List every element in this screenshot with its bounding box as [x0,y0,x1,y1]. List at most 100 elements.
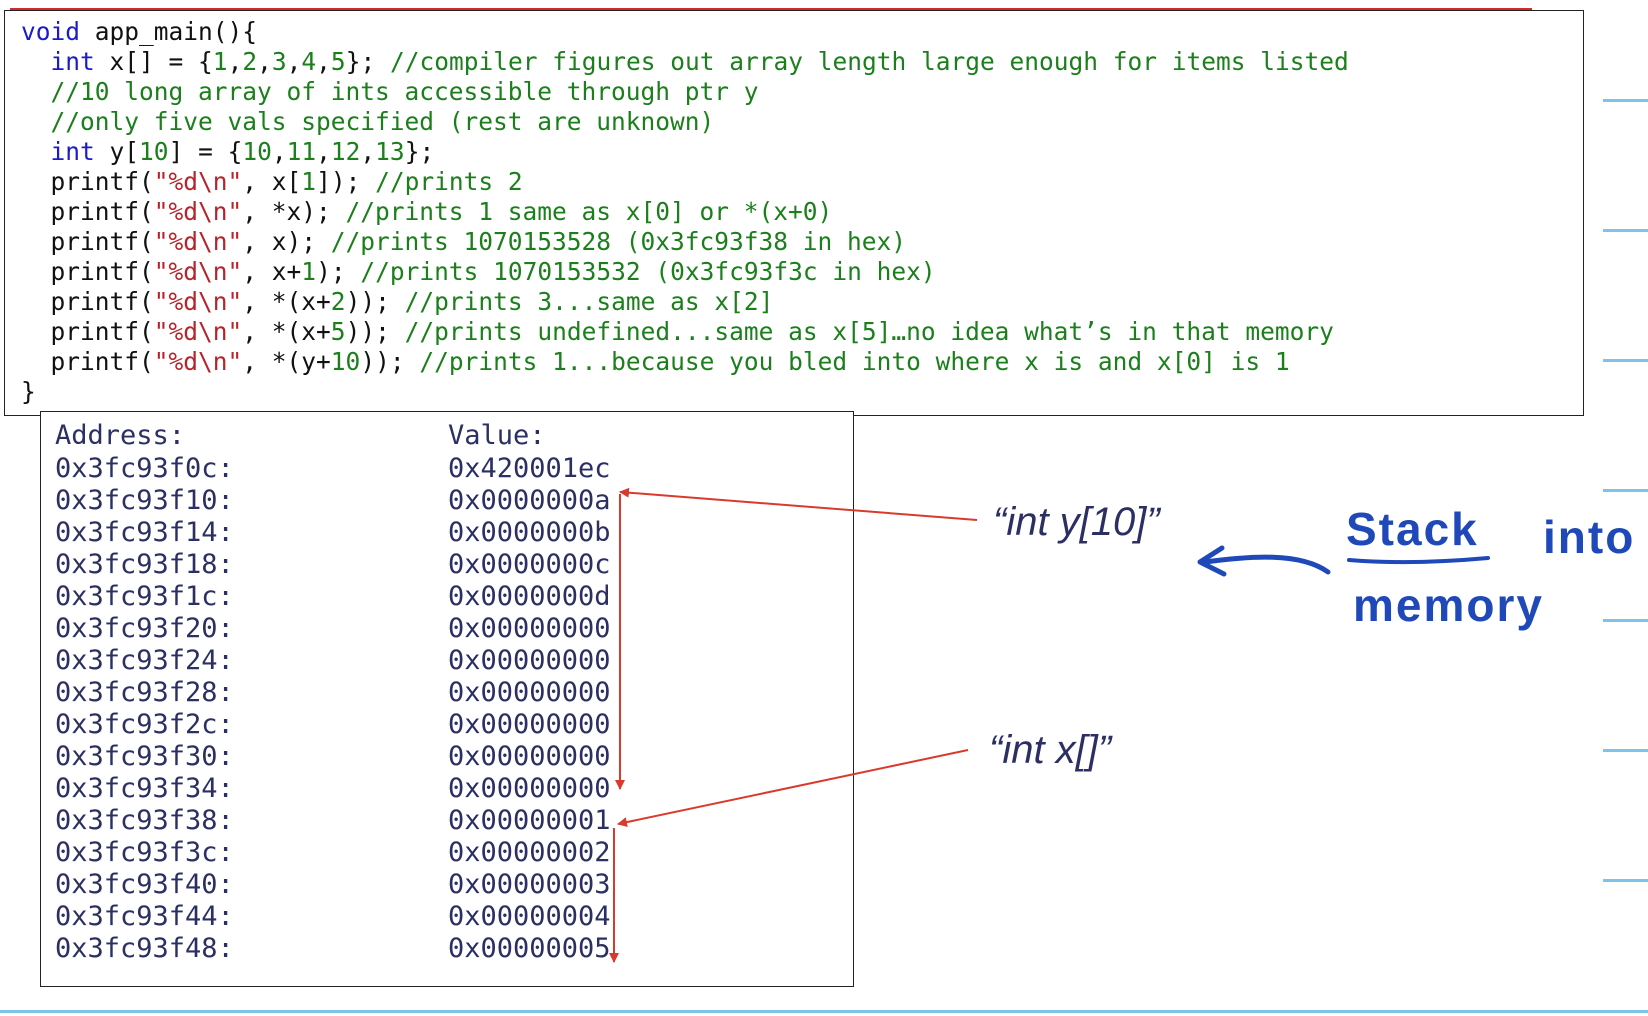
code-token: , [286,47,302,76]
code-token: //10 long array of ints accessible throu… [50,77,759,106]
code-token: 10 [139,137,169,166]
memory-address: 0x3fc93f0c: [55,453,234,484]
code-line: printf("%d\n", x[1]); //prints 2 [21,167,523,197]
memory-row: 0x3fc93f18: 0x0000000c [41,549,853,580]
code-token: , [257,47,272,76]
stack-underline [1347,556,1490,565]
code-token: ] = { [168,137,243,166]
code-token: //prints 1070153532 (0x3fc93f3c in hex) [360,257,936,286]
memory-row: 0x3fc93f2c: 0x00000000 [41,709,853,740]
code-token: , [316,137,331,166]
memory-address: 0x3fc93f28: [55,677,234,708]
memory-address: 0x3fc93f24: [55,645,234,676]
memory-row: 0x3fc93f3c:0x00000002 [41,837,853,868]
memory-row: 0x3fc93f20: 0x00000000 [41,613,853,644]
code-token: x[] = { [94,47,213,76]
code-token: //prints 2 [375,167,523,196]
memory-address: 0x3fc93f48: [55,933,234,964]
memory-value: 0x00000000 [448,741,611,772]
memory-address: 0x3fc93f10: [55,485,234,516]
code-line: printf("%d\n", *x); //prints 1 same as x… [21,197,833,227]
memory-value: 0x00000002 [448,837,611,868]
code-token: printf( [21,197,154,226]
code-line: printf("%d\n", x+1); //prints 1070153532… [21,257,936,287]
code-token: //prints 1...because you bled into where… [419,347,1290,376]
code-token: printf( [21,167,154,196]
code-token: 10 [330,347,361,376]
notebook-line [1603,619,1648,622]
code-token: 1 [301,257,317,286]
code-token: "%d\n" [153,287,243,316]
code-token: //compiler figures out array length larg… [389,47,1349,76]
code-token: printf( [21,317,154,346]
address-header: Address: [55,420,186,451]
memory-value: 0x00000001 [448,805,611,836]
memory-address: 0x3fc93f1c: [55,581,234,612]
code-token: "%d\n" [153,227,243,256]
code-token: "%d\n" [153,257,243,286]
code-token: "%d\n" [153,167,243,196]
code-line: //only five vals specified (rest are unk… [21,107,715,137]
code-token: int [50,137,95,166]
memory-row: 0x3fc93f10: 0x0000000a [41,485,853,516]
notebook-line [1603,359,1648,362]
memory-address: 0x3fc93f20: [55,613,234,644]
memory-row: 0x3fc93f44:0x00000004 [41,901,853,932]
memory-value: 0x00000003 [448,869,611,900]
memory-value: 0x00000000 [448,677,611,708]
memory-row: 0x3fc93f30:0x00000000 [41,741,853,772]
code-line: int y[10] = {10,11,12,13}; [21,137,435,167]
memory-address: 0x3fc93f18: [55,549,234,580]
memory-value: 0x00000000 [448,773,611,804]
memory-row: 0x3fc93f38:0x00000001 [41,805,853,836]
memory-value: 0x00000005 [448,933,611,964]
memory-row: 0x3fc93f24:0x00000000 [41,645,853,676]
memory-value: 0x00000000 [448,613,611,644]
code-token: 2 [242,47,258,76]
code-token: void [21,17,81,46]
handwritten-memory: memory [1353,579,1544,631]
memory-value: 0x0000000d [448,581,611,612]
memory-row: 0x3fc93f34: 0x00000000 [41,773,853,804]
code-line: printf("%d\n", x); //prints 1070153528 (… [21,227,907,257]
code-token: 11 [286,137,317,166]
code-token: 10 [242,137,272,166]
code-token: int [50,47,95,76]
value-header: Value: [448,420,546,451]
code-token: //only five vals specified (rest are unk… [50,107,715,136]
x-array-label: “int x[]” [989,728,1112,772]
memory-address: 0x3fc93f34: [55,773,234,804]
code-token: "%d\n" [153,347,243,376]
code-token: ]); [316,167,376,196]
memory-address: 0x3fc93f14: [55,517,234,548]
notebook-line [1603,489,1648,492]
memory-address: 0x3fc93f2c: [55,709,234,740]
memory-value: 0x00000000 [448,709,611,740]
code-token: y[ [94,137,140,166]
code-token: 1 [212,47,228,76]
code-token: "%d\n" [153,197,243,226]
code-token: , *x); [242,197,346,226]
memory-value: 0x0000000b [448,517,611,548]
code-token: )); [360,347,420,376]
code-token: 13 [375,137,405,166]
code-line: printf("%d\n", *(x+5)); //prints undefin… [21,317,1334,347]
memory-row: 0x3fc93f1c: 0x0000000d [41,581,853,612]
code-token: , *(x+ [242,287,331,316]
hand-arrow-shaft [1202,554,1331,575]
memory-value: 0x0000000a [448,485,611,516]
code-token: printf( [21,227,154,256]
memory-value: 0x0000000c [448,549,611,580]
top-red-rule [10,8,1532,11]
code-token: 5 [330,317,346,346]
code-line: //10 long array of ints accessible throu… [21,77,759,107]
handwritten-stack: Stack [1346,503,1479,555]
code-token: //prints 1070153528 (0x3fc93f38 in hex) [330,227,907,256]
code-token: } [21,377,36,406]
code-token: 5 [330,47,346,76]
code-token: app_main(){ [80,17,258,46]
code-token: , *(y+ [242,347,331,376]
code-line: printf("%d\n", *(y+10)); //prints 1...be… [21,347,1290,377]
